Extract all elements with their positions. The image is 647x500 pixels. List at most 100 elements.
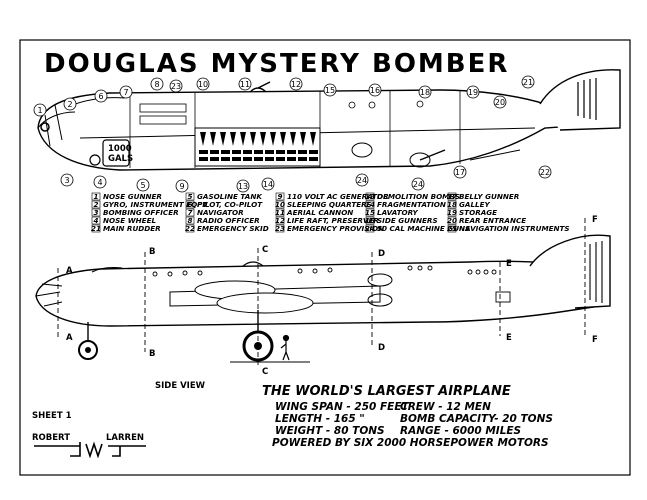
engine-nacelle [216, 292, 314, 314]
svg-text:8: 8 [154, 80, 159, 89]
svg-text:FRAGMENTATION: FRAGMENTATION [377, 200, 446, 209]
section-label: A [66, 333, 73, 343]
svg-text:5: 5 [187, 192, 192, 201]
svg-text:BOMBING OFFICER: BOMBING OFFICER [103, 208, 179, 217]
svg-text:2: 2 [93, 200, 98, 209]
svg-text:AERIAL CANNON: AERIAL CANNON [286, 208, 353, 217]
svg-text:1: 1 [93, 192, 98, 201]
callout: 6 [94, 89, 108, 103]
callout: 2 [63, 97, 77, 111]
signature-last: LARREN [106, 433, 144, 443]
callout: 18 [418, 85, 432, 99]
svg-text:50 CAL MACHINE GUNS: 50 CAL MACHINE GUNS [377, 224, 470, 233]
sheet-border [19, 39, 631, 476]
bunk [139, 115, 187, 125]
side-top-turret [242, 261, 264, 267]
callout: 22 [538, 165, 552, 179]
svg-text:24: 24 [357, 176, 367, 185]
callout: 14 [261, 177, 275, 191]
svg-text:3: 3 [64, 176, 69, 185]
section-label: F [592, 335, 598, 345]
signature-logo: ROBERT LARREN [32, 433, 146, 459]
svg-text:NAVIGATOR: NAVIGATOR [197, 208, 244, 217]
section-label: C [262, 367, 268, 377]
rudder-hatching [577, 78, 597, 120]
nose-gunner [40, 122, 50, 132]
spec-right: CREW - 12 MEN [400, 401, 491, 413]
section-label: A [66, 266, 73, 276]
side-view-caption: SIDE VIEW [155, 381, 206, 391]
cutaway-callouts: 1 2 3 4 5 6 7 8 9 10 11 12 13 14 15 16 1… [33, 75, 552, 193]
svg-text:7: 7 [123, 88, 128, 97]
svg-text:23: 23 [275, 224, 285, 233]
spec-left: WING SPAN - 250 FEET [275, 401, 410, 413]
callout: 11 [238, 77, 252, 91]
svg-text:NAVIGATION INSTRUMENTS: NAVIGATION INSTRUMENTS [459, 224, 570, 233]
svg-text:SIDE GUNNERS: SIDE GUNNERS [377, 216, 438, 225]
svg-text:4: 4 [97, 178, 102, 187]
emergency-skid [469, 149, 521, 161]
svg-text:LIFE RAFT, PRESERVER: LIFE RAFT, PRESERVER [287, 216, 379, 225]
porthole [348, 101, 356, 109]
svg-text:22: 22 [540, 168, 550, 177]
svg-text:PILOT, CO-PILOT: PILOT, CO-PILOT [197, 200, 263, 209]
svg-text:2: 2 [67, 100, 72, 109]
svg-text:21: 21 [523, 78, 533, 87]
svg-text:14: 14 [365, 200, 375, 209]
svg-text:12: 12 [275, 216, 285, 225]
svg-text:BELLY GUNNER: BELLY GUNNER [459, 192, 519, 201]
svg-text:9: 9 [277, 192, 282, 201]
svg-text:20: 20 [495, 98, 505, 107]
svg-text:1: 1 [37, 106, 42, 115]
svg-text:18: 18 [420, 88, 430, 97]
svg-text:19: 19 [468, 88, 478, 97]
svg-text:9: 9 [179, 182, 184, 191]
callout: 9 [175, 179, 189, 193]
svg-text:13: 13 [365, 192, 375, 201]
svg-text:12: 12 [291, 80, 301, 89]
gas-tank-label-line1: 1000 [108, 144, 132, 154]
callout: 4 [93, 175, 107, 189]
svg-text:22: 22 [185, 224, 195, 233]
nose-wheel [89, 154, 101, 166]
cutaway-tail-fin [539, 69, 621, 131]
section-cut-lines [57, 218, 586, 366]
svg-text:GALLEY: GALLEY [459, 200, 491, 209]
bunk [139, 103, 187, 113]
callout: 24 [411, 177, 425, 191]
side-nose-glazing [35, 283, 63, 307]
section-label: B [149, 349, 155, 359]
page-title: DOUGLAS MYSTERY BOMBER [44, 49, 509, 79]
side-gun-blister [351, 142, 373, 158]
callout: 12 [289, 77, 303, 91]
side-cockpit [91, 267, 123, 273]
svg-text:15: 15 [325, 86, 335, 95]
gas-tank [102, 139, 130, 167]
callout: 17 [453, 165, 467, 179]
cutaway-view [37, 69, 621, 171]
section-label: E [506, 333, 512, 343]
spec-left: WEIGHT - 80 TONS [275, 425, 385, 437]
svg-text:6: 6 [98, 92, 103, 101]
